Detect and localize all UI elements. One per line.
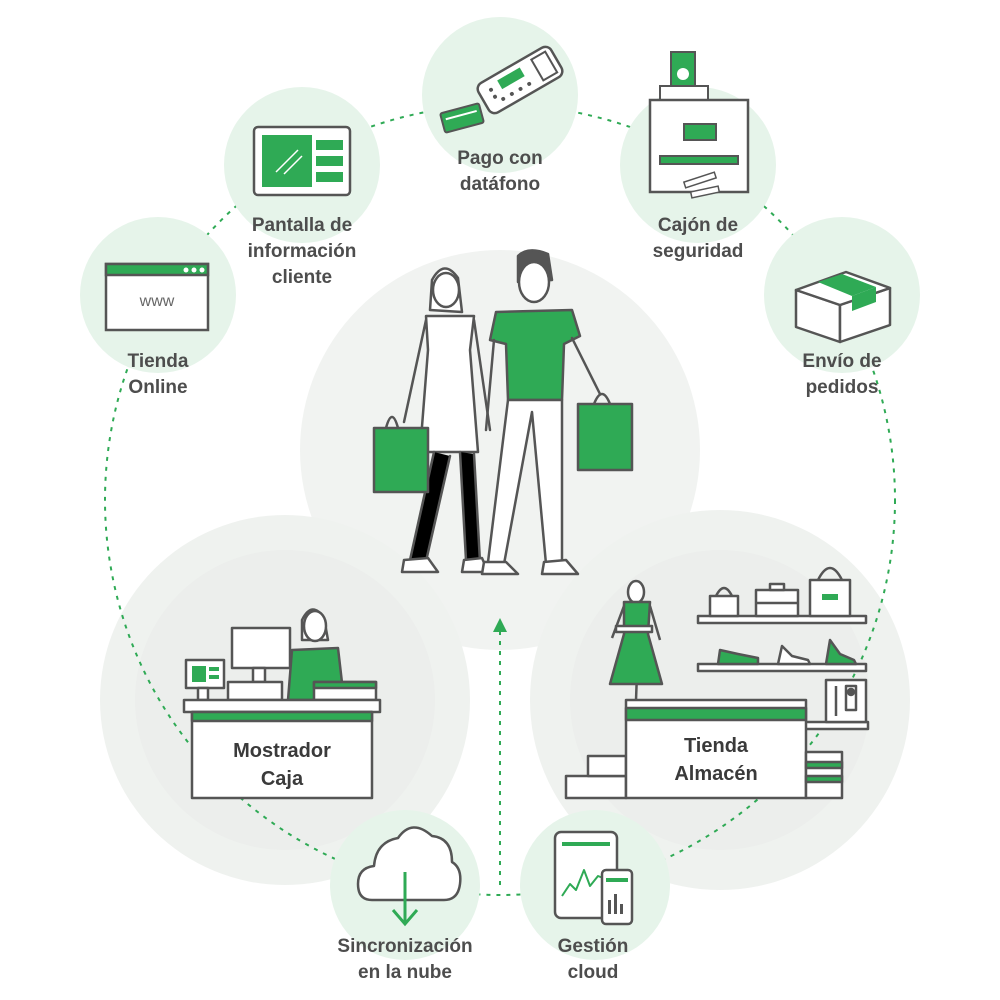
package-box-icon bbox=[794, 270, 892, 344]
shoppers-couple-icon bbox=[372, 249, 634, 576]
label-line: datáfono bbox=[459, 174, 541, 195]
label-line: Envío de bbox=[802, 351, 882, 372]
card-terminal-icon bbox=[439, 45, 564, 134]
label-line: cliente bbox=[271, 267, 333, 288]
node-label-store: Tienda Almacén bbox=[674, 732, 757, 788]
node-label-counter: Mostrador Caja bbox=[233, 737, 331, 793]
label-line: pedidos bbox=[805, 377, 879, 398]
customer-display-icon bbox=[252, 125, 352, 197]
label-line: Pago con bbox=[457, 148, 543, 169]
node-label-safe: Cajón de seguridad bbox=[653, 213, 744, 265]
node-label-display: Pantalla de información cliente bbox=[248, 213, 357, 291]
shop-shelves-icon bbox=[564, 566, 870, 800]
browser-url-text: www bbox=[139, 293, 175, 310]
label-line: Online bbox=[128, 377, 188, 398]
node-label-shipping: Envío de pedidos bbox=[802, 349, 881, 401]
node-label-cloud-sync: Sincronización en la nube bbox=[337, 934, 472, 986]
sync-arrow-icon bbox=[493, 618, 507, 885]
browser-window-icon: www bbox=[104, 262, 210, 332]
label-line: Gestión bbox=[557, 936, 629, 957]
node-label-online: Tienda Online bbox=[128, 349, 189, 401]
node-label-cloud-mgmt: Gestión cloud bbox=[558, 934, 629, 986]
tablet-phone-chart-icon bbox=[553, 830, 634, 926]
label-line: Almacén bbox=[674, 763, 758, 785]
label-line: seguridad bbox=[652, 241, 744, 262]
center-zone bbox=[300, 250, 700, 650]
label-line: información bbox=[247, 241, 357, 262]
label-line: Caja bbox=[260, 768, 304, 790]
checkout-counter-icon bbox=[182, 608, 382, 800]
label-line: Mostrador bbox=[233, 740, 331, 762]
cash-drawer-icon bbox=[648, 51, 750, 199]
label-line: Tienda bbox=[683, 735, 749, 757]
node-label-payment: Pago con datáfono bbox=[457, 146, 543, 198]
cloud-download-icon bbox=[356, 826, 462, 927]
label-line: Sincronización bbox=[337, 936, 473, 957]
label-line: Tienda bbox=[127, 351, 189, 372]
label-line: cloud bbox=[567, 962, 619, 983]
label-line: en la nube bbox=[358, 962, 452, 983]
label-line: Pantalla de bbox=[251, 215, 353, 236]
label-line: Cajón de bbox=[657, 215, 739, 236]
